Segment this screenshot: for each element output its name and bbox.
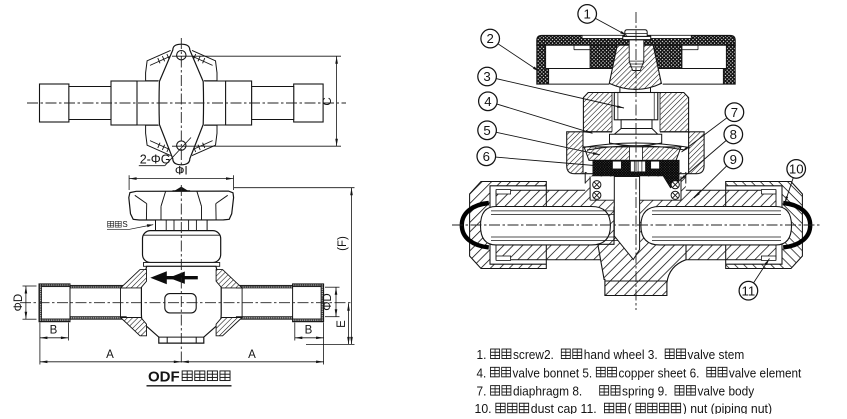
svg-text:(F): (F) (337, 236, 349, 251)
svg-text:A: A (106, 349, 114, 361)
svg-text:4: 4 (484, 94, 491, 109)
svg-text:dust cap 11.: dust cap 11. (531, 401, 597, 414)
svg-text:1: 1 (584, 7, 591, 22)
svg-text:copper sheet 6.: copper sheet 6. (618, 366, 699, 381)
svg-text:screw2.: screw2. (513, 347, 554, 362)
svg-text:11: 11 (742, 283, 756, 298)
svg-text:7.: 7. (477, 384, 487, 399)
svg-text:1.: 1. (477, 347, 487, 362)
svg-text:B: B (305, 325, 313, 337)
svg-text:2: 2 (487, 31, 494, 46)
svg-text:ODF: ODF (148, 369, 180, 386)
svg-text:spring 9.: spring 9. (622, 384, 668, 399)
svg-text:valve body: valve body (697, 384, 754, 399)
svg-text:valve bonnet 5.: valve bonnet 5. (513, 366, 593, 381)
svg-text:4.: 4. (476, 366, 486, 381)
svg-text:valve element: valve element (729, 366, 802, 381)
svg-text:6: 6 (483, 149, 490, 164)
svg-text:S: S (122, 220, 127, 229)
svg-text:valve stem: valve stem (688, 347, 745, 362)
svg-text:5: 5 (483, 123, 490, 138)
svg-text:ΦD: ΦD (13, 294, 25, 311)
svg-text:B: B (50, 325, 58, 337)
svg-text:10.: 10. (475, 401, 492, 414)
svg-text:3: 3 (483, 69, 490, 84)
svg-text:7: 7 (731, 105, 738, 120)
svg-text:(: ( (628, 401, 633, 414)
svg-text:9: 9 (730, 152, 737, 167)
svg-text:8: 8 (730, 127, 737, 142)
svg-text:10: 10 (789, 162, 804, 177)
svg-text:diaphragm 8.: diaphragm 8. (513, 384, 582, 399)
svg-text:ΦD: ΦD (322, 293, 334, 310)
svg-text:ΦI: ΦI (175, 164, 188, 178)
svg-text:E: E (336, 320, 348, 328)
svg-text:A: A (248, 349, 256, 361)
svg-text:) nut (piping nut): ) nut (piping nut) (683, 401, 772, 414)
svg-text:C: C (322, 97, 334, 105)
svg-text:hand wheel 3.: hand wheel 3. (584, 347, 658, 362)
